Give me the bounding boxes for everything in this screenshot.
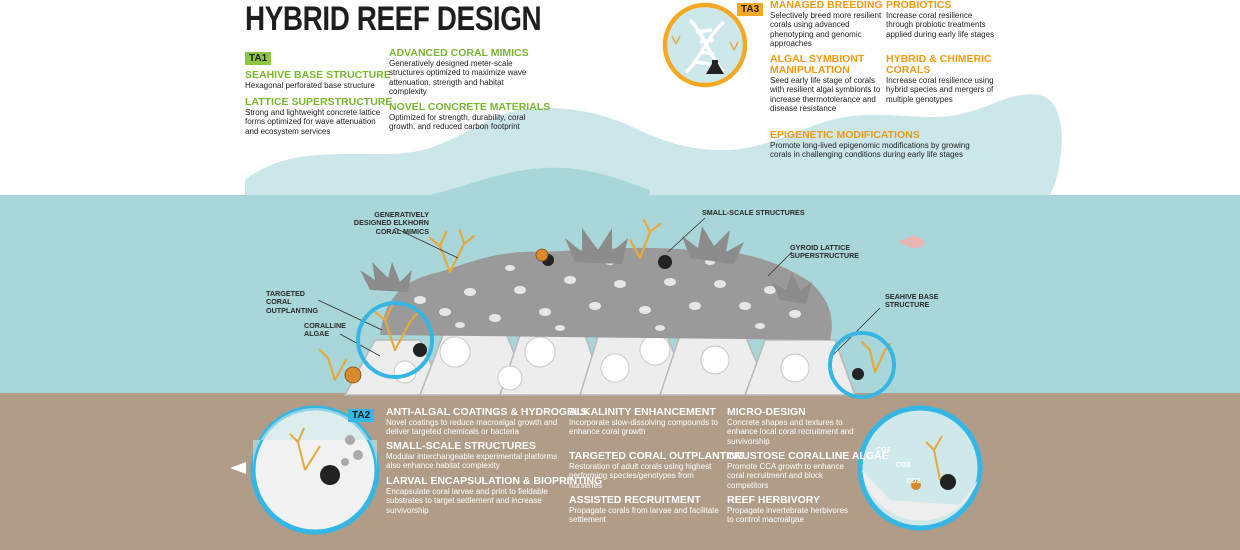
ta1-heading: ADVANCED CORAL MIMICS [389,47,529,59]
ta3-text: Seed early life stage of corals with res… [770,76,881,114]
foam-ring [957,117,1013,142]
ta3-heading: EPIGENETIC MODIFICATIONS [770,129,920,141]
ta3-item-hybrid: HYBRID & CHIMERIC CORALS Increase coral … [886,54,998,104]
coral-mimics [360,226,812,304]
ta1-item-seahive: SEAHIVE BASE STRUCTURE Hexagonal perfora… [245,69,391,91]
snail-icon [344,248,549,384]
mini-corals [671,35,739,51]
zoom-circle-right [828,331,896,399]
ta2-circle-water [253,408,377,470]
ta1-text: Hexagonal perforated base structure [245,81,375,90]
ta3-text: Increase coral resilience using hybrid s… [886,76,994,104]
zoom-circle-left [356,301,434,379]
ta2-heading: REEF HERBIVORY [727,494,820,506]
fish-icon [898,236,925,248]
page-title: HYBRID REEF DESIGN [245,0,542,38]
lattice-texture [414,259,801,331]
ta2-item-outplanting: TARGETED CORAL OUTPLANTING Restoration o… [569,450,745,490]
sediment [0,393,1240,550]
ta3-heading: HYBRID & CHIMERIC CORALS [886,53,992,76]
ta1-item-mimics: ADVANCED CORAL MIMICS Generatively desig… [389,48,537,97]
ta2-item-small-scale: SMALL-SCALE STRUCTURES Modular interchan… [386,441,561,471]
flask-icon [706,60,724,74]
ta2-item-micro-design: MICRO-DESIGN Concrete shapes and texture… [727,407,855,446]
ta2-text: Incorporate slow-dissolving compounds to… [569,418,718,437]
co2-circle-floor [862,470,978,521]
callout-outplanting: TARGETED CORAL OUTPLANTING [266,289,318,315]
ta3-heading: MANAGED BREEDING [770,0,883,11]
ta3-text: Selectively breed more resilient corals … [770,11,882,49]
ta1-heading: SEAHIVE BASE STRUCTURE [245,69,391,81]
ta2-text: Restoration of adult corals using highes… [569,462,712,490]
callout-small-scale: SMALL-SCALE STRUCTURES [702,208,805,217]
ta2-text: Propagate invertebrate herbivores to con… [727,506,848,525]
ta3-tag: TA3 [737,3,764,16]
callout-elkhorn: GENERATIVELY DESIGNED ELKHORN CORAL MIMI… [353,210,429,236]
branching-corals [318,218,892,382]
ta3-heading: PROBIOTICS [886,0,952,11]
callout-gyroid: GYROID LATTICE SUPERSTRUCTURE [790,243,860,261]
co2-circle-details [911,435,956,490]
ta2-heading: CRUSTOSE CORALLINE ALGAE [727,450,889,462]
callout-seahive: SEAHIVE BASE STRUCTURE [885,292,939,310]
ta2-item-cca: CRUSTOSE CORALLINE ALGAE Promote CCA gro… [727,450,889,490]
ta3-item-probiotics: PROBIOTICS Increase coral resilience thr… [886,0,998,39]
ta1-tag: TA1 [245,52,272,65]
ta1-item-concrete: NOVEL CONCRETE MATERIALS Optimized for s… [389,101,551,132]
co2-label: CO2 [896,462,911,469]
ta2-item-herbivory: REEF HERBIVORY Propagate invertebrate he… [727,495,855,525]
ta2-text: Modular interchangeable experimental pla… [386,452,558,471]
co2-label: CO2 [876,447,891,454]
co2-zoom-circle [857,405,983,531]
ta2-item-alkalinity: ALKALINITY ENHANCEMENT Incorporate slow-… [569,407,719,437]
ta2-heading: SMALL-SCALE STRUCTURES [386,440,536,452]
ta2-heading: LARVAL ENCAPSULATION & BIOPRINTING [386,475,603,487]
ta2-heading: ANTI-ALGAL COATINGS & HYDROGELS [386,406,588,418]
ta3-item-symbiont: ALGAL SYMBIONT MANIPULATION Seed early l… [770,54,882,114]
wave-crest [430,167,650,195]
ta2-heading: ALKALINITY ENHANCEMENT [569,406,716,418]
ta1-text: Optimized for strength, durability, cora… [389,113,526,132]
co2-label: CO2 [906,478,921,485]
ta2-item-coatings: ANTI-ALGAL COATINGS & HYDROGELS Novel co… [386,406,588,437]
callout-coralline: CORALLINE ALGAE [304,321,346,339]
ta2-item-recruitment: ASSISTED RECRUITMENT Propagate corals fr… [569,495,719,525]
ta3-item-epigenetic: EPIGENETIC MODIFICATIONS Promote long-li… [770,130,990,160]
ta2-item-larval: LARVAL ENCAPSULATION & BIOPRINTING Encap… [386,475,603,515]
base-holes [393,334,810,391]
ta1-text: Generatively designed meter-scale struct… [389,59,527,97]
ta2-heading: MICRO-DESIGN [727,406,806,418]
ta2-text: Propagate corals from larvae and facilit… [569,506,719,525]
ta2-text: Promote CCA growth to enhance coral recr… [727,462,844,490]
ta1-heading: LATTICE SUPERSTRUCTURE [245,96,393,108]
ta3-item-breeding: MANAGED BREEDING Selectively breed more … [770,0,883,49]
ta2-text: Encapsulate coral larvae and print to fi… [386,487,548,515]
ta2-tag: TA2 [348,409,375,422]
ta3-text: Promote long-lived epigenomic modificati… [770,141,970,160]
arrow-icon [230,462,246,474]
dna-icon [684,18,726,74]
ta2-text: Concrete shapes and textures to enhance … [727,418,854,446]
ta3-text: Increase coral resilience through probio… [886,11,995,39]
ta2-text: Novel coatings to reduce macroalgal grow… [386,418,558,437]
ta2-circle-details [289,427,363,485]
surface-wave [245,94,1062,195]
ta1-text: Strong and lightweight concrete lattice … [245,108,381,136]
ta1-heading: NOVEL CONCRETE MATERIALS [389,101,551,113]
ta3-heading: ALGAL SYMBIONT MANIPULATION [770,53,865,76]
ta1-item-lattice: LATTICE SUPERSTRUCTURE Strong and lightw… [245,96,393,136]
ta2-heading: TARGETED CORAL OUTPLANTING [569,450,745,462]
ta2-heading: ASSISTED RECRUITMENT [569,494,701,506]
